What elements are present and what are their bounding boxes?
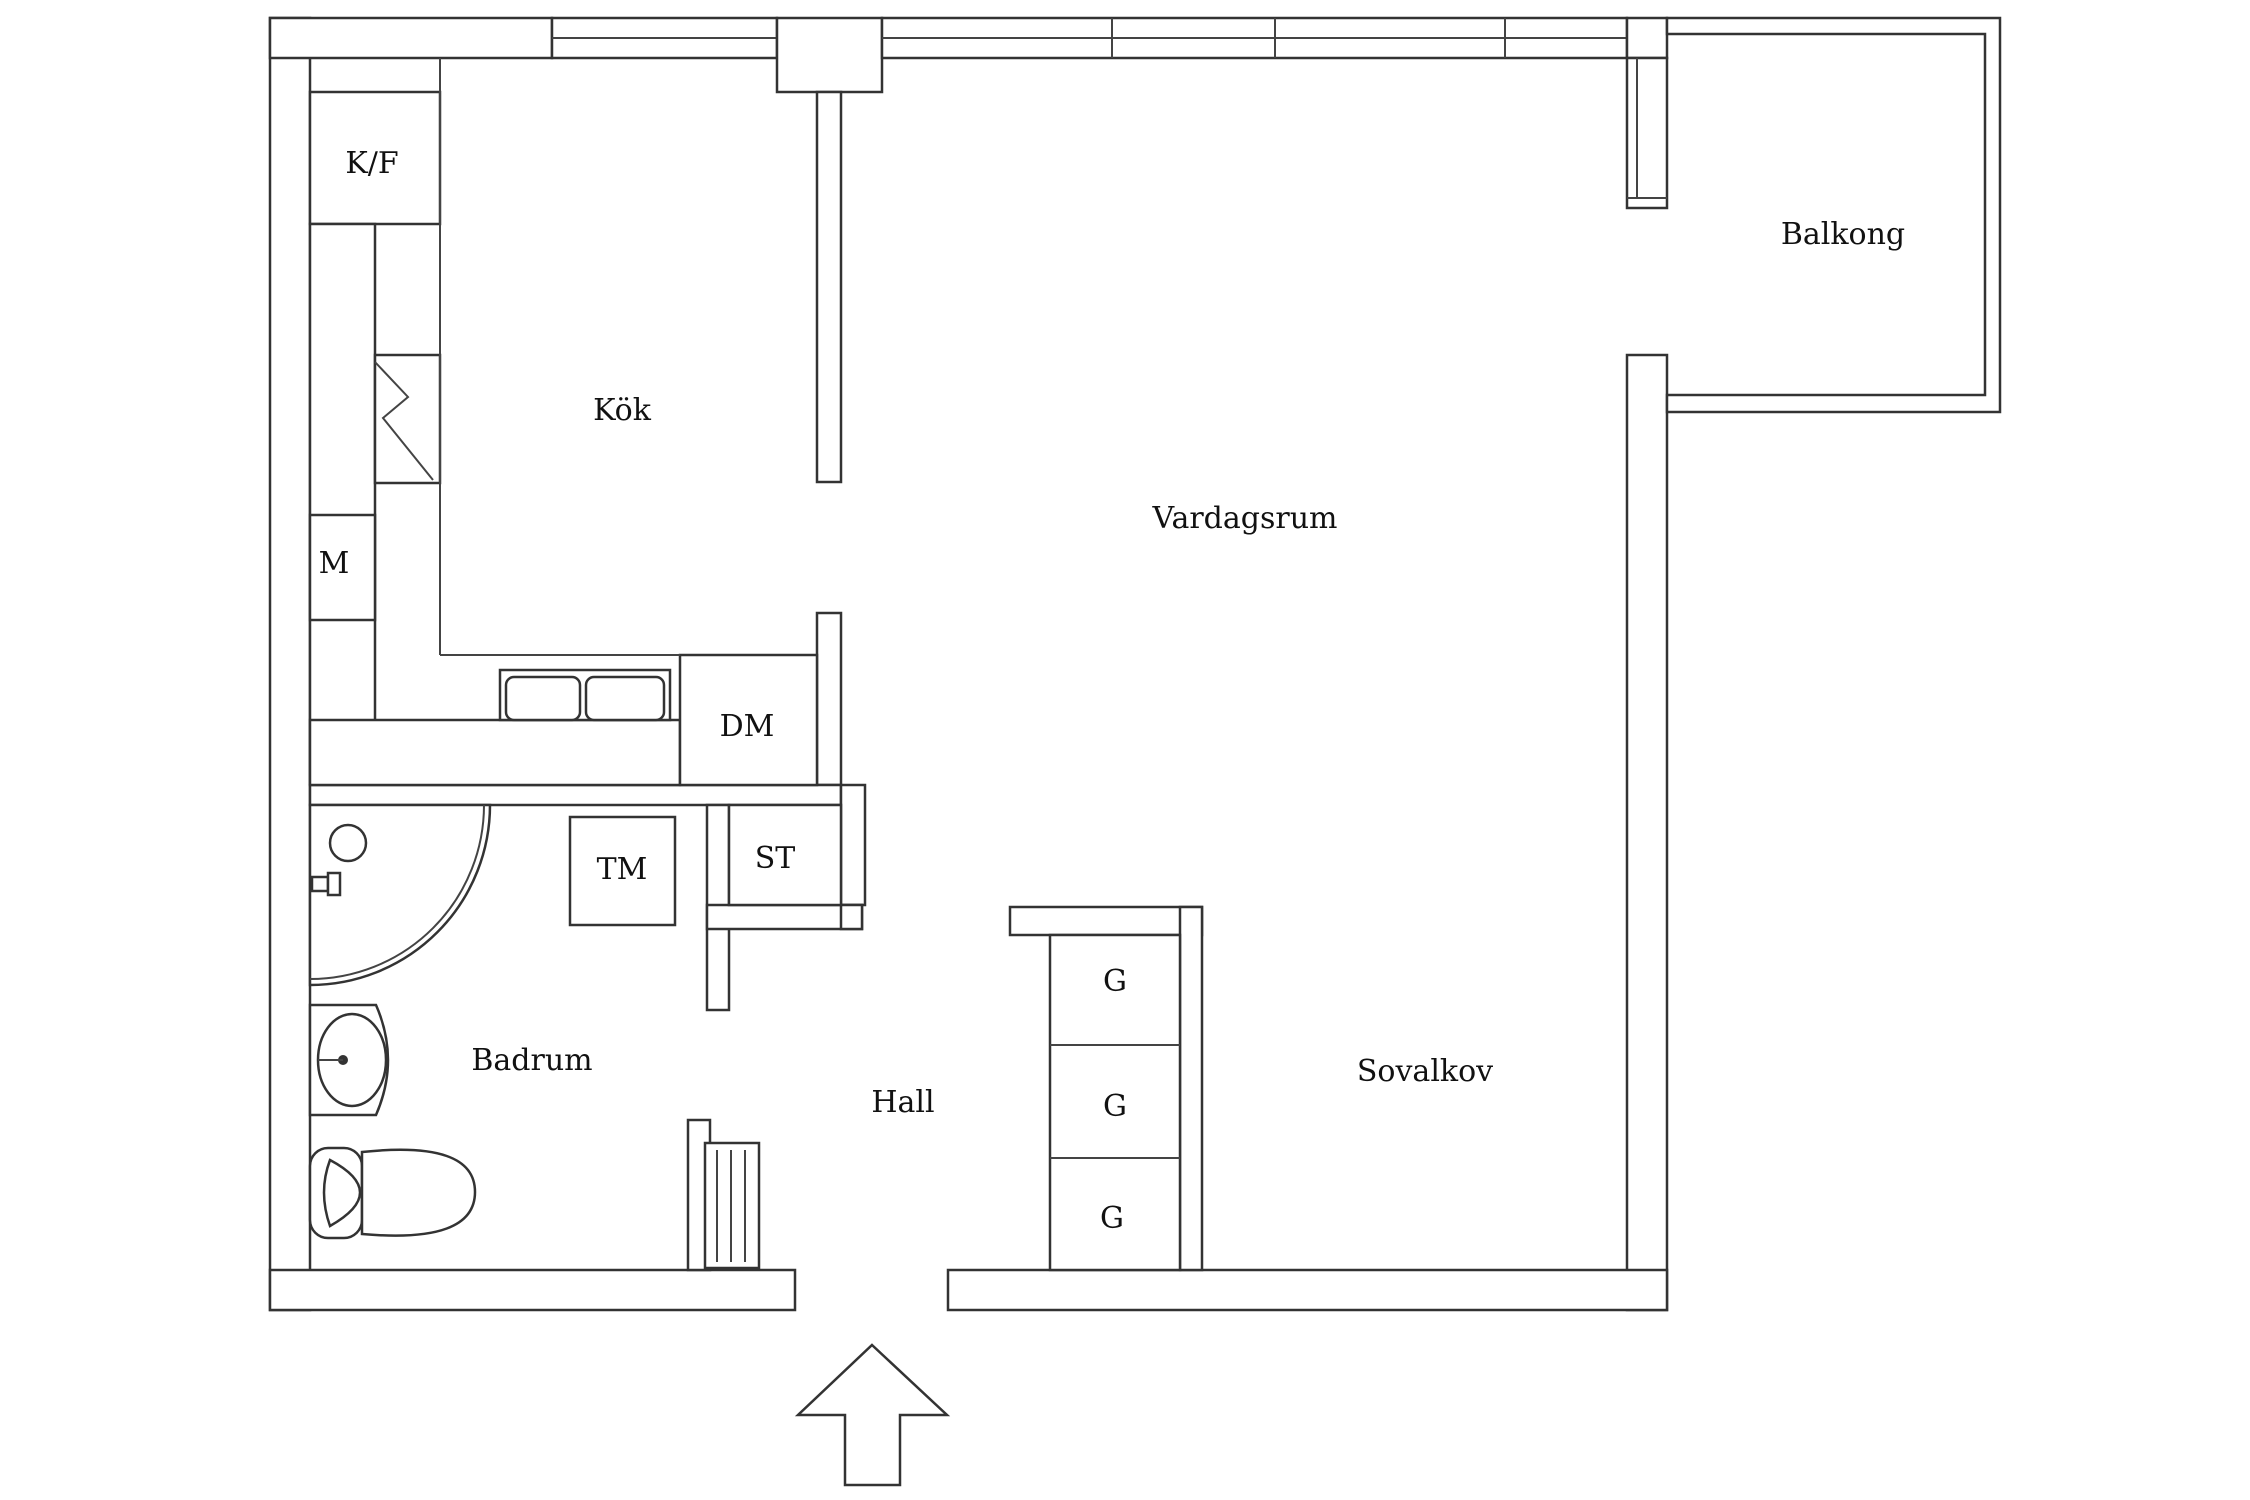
label-g2: G [1103, 1089, 1127, 1124]
wardrobes [1048, 933, 1182, 1272]
label-kok: Kök [593, 393, 652, 428]
room-labels: K/F Kök M DM Vardagsrum Balkong TM ST Ba… [319, 146, 1906, 1236]
label-g1: G [1103, 964, 1127, 999]
entrance-arrow-icon [794, 1343, 951, 1487]
label-st: ST [755, 841, 796, 876]
label-m: M [319, 546, 350, 581]
outer-walls [268, 16, 1669, 1312]
label-badrum: Badrum [471, 1043, 592, 1078]
label-hall: Hall [871, 1085, 934, 1120]
label-g3: G [1100, 1201, 1124, 1236]
label-kf: K/F [345, 146, 398, 181]
label-dm: DM [720, 709, 775, 744]
kitchen-fixtures [308, 58, 819, 787]
interior-walls [308, 90, 1204, 1272]
label-tm: TM [597, 852, 648, 887]
bathroom-fixtures [308, 803, 843, 1270]
label-sovalkov: Sovalkov [1357, 1054, 1493, 1089]
label-balkong: Balkong [1781, 217, 1905, 252]
balcony [1665, 16, 2002, 414]
label-vardagsrum: Vardagsrum [1152, 501, 1338, 536]
